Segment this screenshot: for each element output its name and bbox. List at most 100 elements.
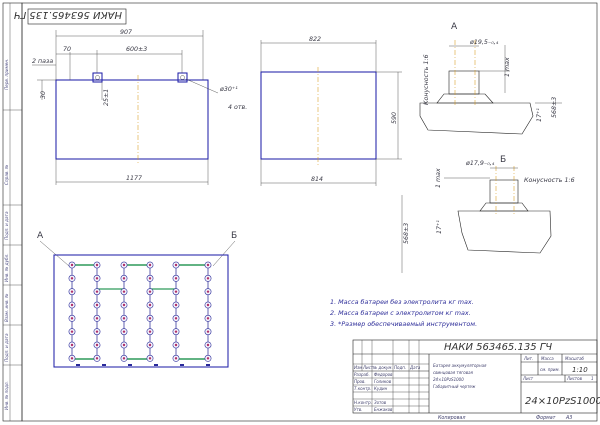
cell-terminal-core <box>148 357 152 360</box>
cell-terminal-core <box>148 277 152 280</box>
dim-holes: 2 паза <box>32 58 53 65</box>
hdr-data: Дата <box>409 365 421 370</box>
hdr-podp: Подп. <box>394 365 406 370</box>
name-2: Кудин <box>374 386 388 391</box>
cell-terminal-core <box>70 317 74 320</box>
cell-terminal-core <box>148 303 152 307</box>
detail-b-h2: 568±3 <box>403 223 410 244</box>
dim-907: 907 <box>120 29 132 36</box>
name-5: Енжаков <box>374 407 393 412</box>
cell-terminal-core <box>95 277 99 280</box>
strip-label-4: Взам. инв. № <box>4 293 9 322</box>
cell-terminal-core <box>122 290 126 293</box>
cell-terminal-core <box>70 263 74 267</box>
cell-terminal-core <box>70 357 74 360</box>
cell-terminal-core <box>174 303 178 307</box>
edge-marker <box>154 364 158 366</box>
tb-model: 24×10PzS1000 <box>525 396 600 407</box>
battery-cells <box>68 261 212 366</box>
detail-b-max: 1 max <box>435 168 442 188</box>
detail-a-taper: Конусность 1:6 <box>423 54 430 105</box>
dim-70: 70 <box>63 46 71 53</box>
cell-terminal-core <box>122 343 126 347</box>
mass-value: см. прим. <box>540 367 560 372</box>
cell-terminal-core <box>122 277 126 280</box>
product-line-2: 24×10PzS1000 <box>433 377 464 382</box>
tb-designation: НАКИ 563465.135 ГЧ <box>444 342 552 353</box>
dim-25: 25±1 <box>103 89 110 106</box>
cell-terminal-core <box>174 290 178 293</box>
cell-terminal-core <box>95 290 99 293</box>
note-3: 3. *Размер обеспечиваемый инструментом. <box>330 320 477 328</box>
dim-30: 30 <box>40 91 47 99</box>
edge-marker <box>206 364 210 366</box>
cell-terminal-core <box>206 317 210 320</box>
mass-header: Масса <box>541 356 554 361</box>
cell-terminal-core <box>148 317 152 320</box>
strip-label-1: Справ. № <box>4 164 9 185</box>
sheets-value: 1 <box>591 376 594 381</box>
cell-terminal-core <box>70 343 74 347</box>
cell-terminal-core <box>174 330 178 333</box>
strip-label-5: Подп. и дата <box>4 333 9 362</box>
cell-terminal-core <box>95 303 99 307</box>
note-1: 1. Масса батареи без электролита кг max. <box>330 298 474 306</box>
detail-a-max: 1 max <box>504 57 511 77</box>
edge-marker <box>76 364 80 366</box>
strip-label-2: Подп. и дата <box>4 211 9 240</box>
dim-590: 590 <box>391 112 398 124</box>
side-strip: Перв. примен. Справ. № Подп. и дата Инв.… <box>2 2 23 422</box>
cell-terminal-core <box>148 263 152 267</box>
detail-a: А ø19,5₋₀,₄ Конусность 1:6 1 max 17⁺¹ 56… <box>419 22 562 135</box>
cell-terminal-core <box>122 263 126 267</box>
product-line-1: свинцовая тяговая <box>433 370 474 375</box>
cell-terminal-core <box>174 343 178 347</box>
designation-mirrored: НАКИ 563465.135 ГЧ <box>14 9 122 20</box>
cell-terminal-core <box>70 277 74 280</box>
cell-terminal-core <box>122 303 126 307</box>
dim-822: 822 <box>309 36 321 43</box>
cell-terminal-core <box>206 290 210 293</box>
detail-b-taper: Конусность 1:6 <box>524 177 575 184</box>
detail-b-label: Б <box>500 155 506 165</box>
cell-terminal-core <box>206 357 210 360</box>
cell-terminal-core <box>122 317 126 320</box>
dim-600: 600±3 <box>126 46 147 53</box>
footer-format-label: Формат <box>536 415 556 421</box>
footer-format-value: А3 <box>565 415 572 421</box>
cell-terminal-core <box>148 343 152 347</box>
detail-b-h1: 17⁺¹ <box>436 220 443 234</box>
cell-terminal-core <box>70 303 74 307</box>
dim-hole-dia: ø30⁺¹ <box>219 86 238 93</box>
cell-terminal-core <box>174 317 178 320</box>
sheet-label: Лист <box>522 376 534 381</box>
hdr-list: Лист <box>362 365 374 370</box>
front-view: 907 600±3 70 2 паза 30 25±1 ø30⁺¹ 4 отв.… <box>32 29 247 185</box>
cell-terminal-core <box>174 263 178 267</box>
cell-terminal-core <box>206 330 210 333</box>
cell-terminal-core <box>95 357 99 360</box>
title-block: Изм Лист № докум. Подп. Дата Разраб. Фед… <box>352 339 600 414</box>
name-1: Голиков <box>374 379 392 384</box>
detail-b: Б ø17,9₋₀,₄ Конусность 1:6 1 max 17⁺¹ 56… <box>401 155 575 273</box>
plan-label-b: Б <box>231 231 237 241</box>
product-line-3: Габаритный чертеж <box>433 384 476 389</box>
detail-a-h2: 568±3 <box>551 97 558 118</box>
detail-a-label: А <box>451 22 458 32</box>
edge-marker <box>180 364 184 366</box>
role-2: Т.контр. <box>354 386 371 391</box>
name-4: Зотов <box>374 400 387 405</box>
edge-marker <box>128 364 132 366</box>
cell-terminal-core <box>206 277 210 280</box>
cell-terminal-core <box>95 330 99 333</box>
cell-terminal-core <box>95 343 99 347</box>
cell-terminal-core <box>206 263 210 267</box>
dim-4-holes: 4 отв. <box>228 104 247 111</box>
cell-terminal-core <box>122 357 126 360</box>
cell-terminal-core <box>206 343 210 347</box>
plan-label-a: А <box>37 231 44 241</box>
hdr-izm: Изм <box>354 365 362 370</box>
detail-a-dia: ø19,5₋₀,₄ <box>469 39 499 46</box>
edge-marker <box>102 364 106 366</box>
